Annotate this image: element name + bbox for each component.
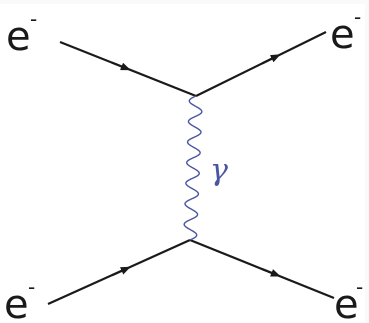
charge-electron-top-left: - [30,7,37,31]
label-electron-bottom-left: e [4,282,29,323]
photon-propagator-wavy-line [183,95,203,241]
fermion-arrows [111,54,281,277]
label-photon-gamma: γ [210,153,228,188]
top-border [0,0,369,4]
charge-electron-top-right: - [354,5,361,29]
arrow-outgoing-bottom [261,267,281,277]
label-electron-top-left: e [6,14,31,60]
outgoing-electron-top-line [195,31,327,97]
fermion-lines [47,31,335,306]
right-border [365,0,369,323]
charge-electron-bottom-right: - [356,275,363,299]
charge-electron-bottom-left: - [28,275,35,299]
label-electron-bottom-right: e [334,282,359,323]
particle-labels: e - e - e - e - γ [4,5,363,323]
arrow-incoming-top [111,61,131,71]
label-electron-top-right: e [330,12,355,58]
arrow-outgoing-top [261,54,281,65]
arrow-incoming-bottom [111,266,131,277]
